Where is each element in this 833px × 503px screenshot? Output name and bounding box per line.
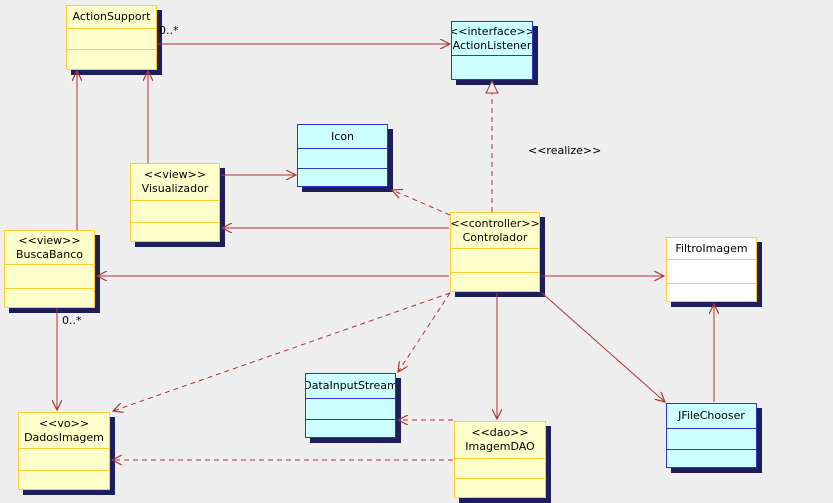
class-name: ActionSupport — [72, 10, 151, 23]
class-name: BuscaBanco — [15, 247, 84, 261]
attributes-compartment — [19, 448, 109, 470]
dependency-controlador-to-datainputstream[interactable] — [398, 292, 451, 372]
attributes-compartment — [298, 148, 387, 168]
class-title: <<vo>> DadosImagem — [19, 413, 109, 448]
class-title: <<interface>> ActionListener — [452, 22, 532, 55]
class-box-actionlistener[interactable]: <<interface>> ActionListener — [451, 21, 533, 80]
methods-compartment — [451, 272, 539, 291]
attributes-compartment — [667, 428, 756, 449]
attributes-compartment — [667, 259, 756, 283]
class-name: Visualizador — [141, 182, 209, 195]
multiplicity-label-dadosimagem: 0..* — [62, 314, 82, 327]
methods-compartment — [298, 168, 387, 186]
methods-compartment — [19, 470, 109, 489]
class-box-actionsupport[interactable]: ActionSupport — [66, 5, 157, 70]
multiplicity-label-actionlistener: 0..* — [159, 24, 179, 37]
class-box-imagemdao[interactable]: <<dao>> ImagemDAO — [454, 421, 546, 498]
class-stereotype: <<interface>> — [452, 24, 532, 38]
class-title: ActionSupport — [67, 6, 156, 28]
class-box-controlador[interactable]: <<controller>> Controlador — [450, 212, 540, 292]
class-stereotype: <<vo>> — [38, 416, 90, 430]
class-stereotype: <<dao>> — [471, 426, 529, 439]
methods-compartment — [452, 55, 532, 79]
class-title: <<dao>> ImagemDAO — [455, 422, 545, 458]
dependency-controlador-to-icon[interactable] — [392, 190, 451, 216]
class-name: ActionListener — [452, 38, 532, 52]
class-name: DataInputStream — [306, 379, 395, 392]
class-title: <<view>> Visualizador — [131, 164, 219, 200]
attributes-compartment — [67, 28, 156, 49]
attributes-compartment — [131, 200, 219, 222]
class-box-dadosimagem[interactable]: <<vo>> DadosImagem — [18, 412, 110, 490]
class-title: <<view>> BuscaBanco — [5, 231, 94, 264]
realize-stereotype-label: <<realize>> — [528, 144, 602, 157]
association-controlador-to-jfilechooser[interactable] — [541, 292, 665, 402]
class-box-visualizador[interactable]: <<view>> Visualizador — [130, 163, 220, 242]
methods-compartment — [5, 288, 94, 307]
attributes-compartment — [306, 398, 395, 419]
methods-compartment — [455, 478, 545, 497]
class-title: JFileChooser — [667, 404, 756, 428]
class-name: Icon — [331, 129, 354, 143]
attributes-compartment — [5, 264, 94, 288]
class-stereotype: <<controller>> — [451, 216, 539, 230]
class-name: FiltroImagem — [675, 241, 748, 255]
class-box-icon[interactable]: Icon — [297, 124, 388, 187]
class-title: Icon — [298, 125, 387, 148]
class-name: ImagemDAO — [465, 440, 535, 453]
dependency-controlador-to-dadosimagem[interactable] — [113, 292, 451, 411]
class-title: <<controller>> Controlador — [451, 213, 539, 248]
class-name: Controlador — [462, 230, 528, 244]
methods-compartment — [667, 283, 756, 301]
class-box-buscabanco[interactable]: <<view>> BuscaBanco — [4, 230, 95, 308]
class-name: DadosImagem — [24, 430, 104, 444]
methods-compartment — [67, 49, 156, 69]
class-title: DataInputStream — [306, 374, 395, 398]
class-stereotype: <<view>> — [18, 233, 81, 247]
attributes-compartment — [455, 458, 545, 478]
class-box-datainputstream[interactable]: DataInputStream — [305, 373, 396, 438]
methods-compartment — [131, 222, 219, 241]
methods-compartment — [667, 449, 756, 467]
class-box-filtroimagem[interactable]: FiltroImagem — [666, 237, 757, 302]
attributes-compartment — [451, 248, 539, 272]
realization-triangle-arrowhead — [485, 79, 499, 94]
methods-compartment — [306, 419, 395, 437]
class-name: JFileChooser — [678, 409, 745, 422]
class-stereotype: <<view>> — [143, 168, 207, 181]
class-title: FiltroImagem — [667, 238, 756, 259]
class-box-jfilechooser[interactable]: JFileChooser — [666, 403, 757, 468]
